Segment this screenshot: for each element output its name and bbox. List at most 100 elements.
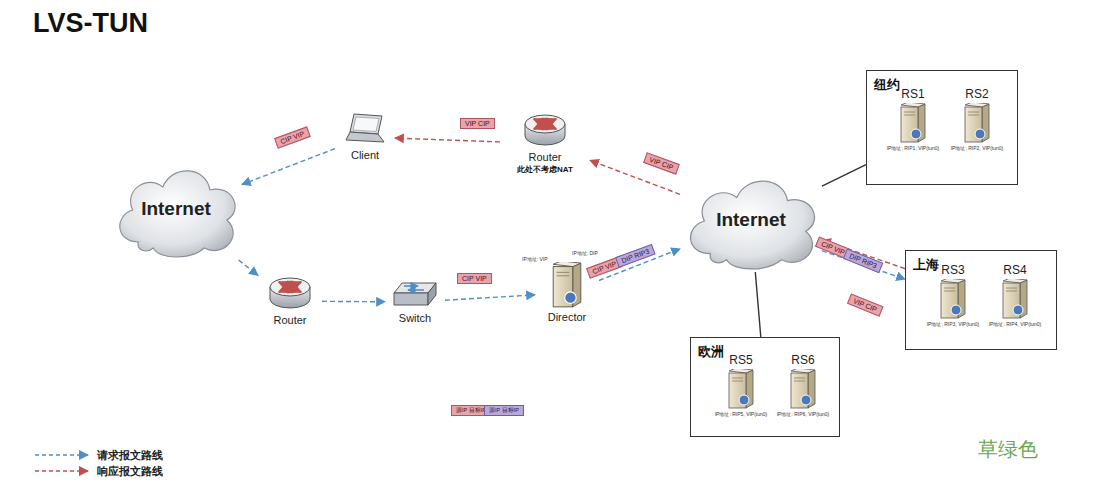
server-slot [794, 381, 805, 382]
diagram-title: LVS-TUN [33, 8, 148, 39]
legend-response-line [35, 470, 88, 472]
device-name: Switch [399, 312, 431, 325]
packet-header: VIP CIP [847, 293, 883, 316]
server-icon [726, 369, 756, 409]
cloud-label: Internet [110, 198, 242, 220]
server-badge [1013, 305, 1023, 315]
group-heading: 欧洲 [698, 343, 724, 361]
internet-cloud: Internet [680, 170, 822, 272]
server-slot [1006, 291, 1017, 292]
real-server: RS6IP地址: RIP6, VIP(tun0) [771, 353, 835, 418]
server-top [729, 369, 753, 373]
server-badge [565, 292, 577, 304]
switch-arrow [404, 285, 418, 286]
switch-icon [392, 279, 438, 309]
real-server: RS3IP地址: RIP3, VIP(tun0) [921, 263, 985, 328]
router-icon [267, 275, 313, 311]
router-top [525, 115, 565, 133]
server-top [1003, 279, 1027, 283]
router-arrow [534, 124, 545, 129]
header-key: 源IP 目标IP [484, 405, 524, 416]
internet-cloud: Internet [110, 160, 242, 260]
switch-arrow [408, 289, 424, 290]
network-device: Router [258, 275, 322, 327]
device-name: Client [351, 149, 379, 162]
ip-note: IP地址: VIP [522, 256, 548, 262]
packet-route [242, 149, 335, 185]
server-top [965, 103, 989, 107]
server-name: RS6 [791, 353, 814, 367]
edge-group [239, 138, 905, 337]
packet-route [322, 301, 385, 303]
packet-route [445, 295, 535, 300]
server-name: RS1 [901, 87, 924, 101]
real-server: RS2IP地址: RIP2, VIP(tun0) [945, 87, 1009, 152]
packet-header: CIP VIP [274, 126, 310, 148]
router-arrow [534, 119, 545, 124]
server-icon [898, 103, 928, 143]
server-icon [962, 103, 992, 143]
server-badge [801, 395, 811, 405]
server-ip: IP地址: RIP4, VIP(tun0) [989, 321, 1042, 328]
server-ip: IP地址: RIP1, VIP(tun0) [887, 145, 940, 152]
server-name: RS3 [941, 263, 964, 277]
server-icon [788, 369, 818, 409]
ip-note: IP地址: DIP [572, 250, 598, 256]
router-arrow [545, 119, 556, 124]
server-slot [944, 291, 955, 292]
laptop-base [346, 132, 384, 142]
site-link [755, 272, 761, 337]
server-slot [944, 288, 955, 289]
server-ip: IP地址: RIP5, VIP(tun0) [715, 411, 768, 418]
cloud-label: Internet [680, 209, 822, 231]
router-arrow [290, 282, 301, 287]
site-group-box: 上海RS3IP地址: RIP3, VIP(tun0)RS4IP地址: RIP4,… [905, 250, 1057, 350]
server-name: RS4 [1003, 263, 1026, 277]
legend-text: 请求报文路线 [97, 448, 163, 463]
tunnel-header: DIP RIP3 [843, 248, 883, 273]
color-note: 草绿色 [978, 436, 1038, 463]
group-heading: 上海 [913, 256, 939, 274]
server-icon [938, 279, 968, 319]
device-name: Router [273, 314, 306, 327]
server-slot [794, 378, 805, 379]
server-badge [951, 305, 961, 315]
router-arrow [545, 124, 556, 129]
network-device: Client [335, 112, 395, 162]
tunnel-header: DIP RIP3 [615, 244, 655, 268]
router-icon [522, 112, 568, 148]
server-slot [1006, 288, 1017, 289]
network-device: Router此处不考虑NAT [500, 112, 590, 175]
server-slot [557, 272, 570, 273]
router-top [270, 278, 310, 296]
server-slot [732, 378, 743, 379]
network-device: Switch [385, 279, 445, 325]
server-slot [557, 275, 570, 276]
laptop-icon [342, 112, 388, 146]
device-name: Router [528, 151, 561, 164]
legend-request-line [35, 454, 88, 456]
server-slot [968, 112, 979, 113]
packet-header: VIP CIP [460, 118, 495, 129]
legend-text: 响应报文路线 [97, 464, 163, 479]
site-group-box: 欧洲RS5IP地址: RIP5, VIP(tun0)RS6IP地址: RIP6,… [690, 337, 840, 437]
real-server: RS1IP地址: RIP1, VIP(tun0) [881, 87, 945, 152]
router-arrow [279, 282, 290, 287]
packet-header: CIP VIP [457, 273, 492, 284]
server-ip: IP地址: RIP3, VIP(tun0) [927, 321, 980, 328]
server-icon [549, 262, 585, 308]
group-heading: 纽约 [874, 76, 900, 94]
server-ip: IP地址: RIP6, VIP(tun0) [777, 411, 830, 418]
packet-header: VIP CIP [643, 152, 679, 174]
switch-front [394, 293, 428, 305]
server-top [901, 103, 925, 107]
device-note: 此处不考虑NAT [517, 164, 573, 175]
real-server: RS4IP地址: RIP4, VIP(tun0) [983, 263, 1047, 328]
server-name: RS2 [965, 87, 988, 101]
site-group-box: 纽约RS1IP地址: RIP1, VIP(tun0)RS2IP地址: RIP2,… [866, 70, 1018, 185]
server-top [791, 369, 815, 373]
server-slot [904, 115, 915, 116]
server-name: RS5 [729, 353, 752, 367]
site-link [822, 165, 866, 187]
